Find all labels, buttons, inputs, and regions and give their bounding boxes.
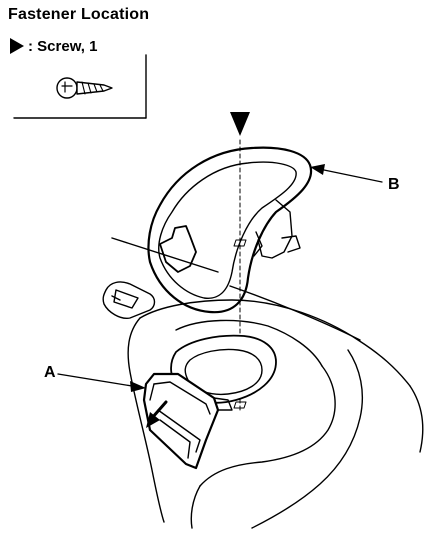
screw-location-marker — [230, 112, 250, 136]
fastener-legend: : Screw, 1 — [10, 36, 97, 56]
callout-label-a: A — [44, 364, 56, 381]
legend-screw-label: : Screw, 1 — [28, 37, 98, 55]
pocket-panel-a — [142, 372, 233, 470]
legend-box — [13, 54, 147, 119]
callout-label-b: B — [388, 176, 400, 193]
shift-cover-b — [147, 146, 313, 314]
screw-icon — [56, 77, 113, 99]
callout-leader-a — [57, 373, 146, 392]
clip-cover — [102, 281, 156, 319]
triangle-arrow-icon — [10, 38, 24, 54]
callout-leader-b — [310, 164, 383, 183]
page-title: Fastener Location — [8, 6, 150, 23]
